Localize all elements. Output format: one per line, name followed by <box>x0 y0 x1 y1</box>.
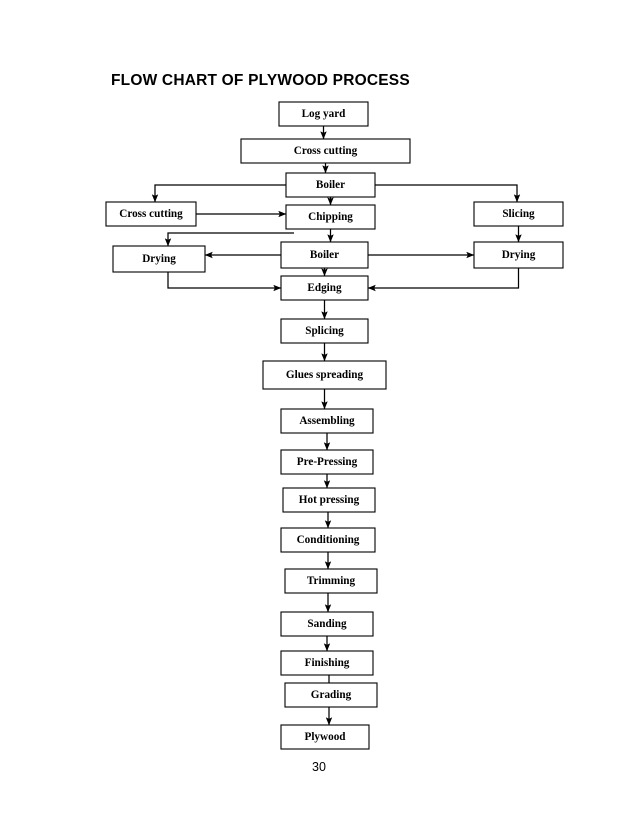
flow-node-plywood[interactable]: Plywood <box>280 724 370 750</box>
node-label-sanding: Sanding <box>307 618 347 630</box>
node-label-boiler_1: Boiler <box>316 179 345 191</box>
node-label-pre_pressing: Pre-Pressing <box>297 456 358 468</box>
flow-node-cross_cutting_2[interactable]: Cross cutting <box>105 201 197 227</box>
flow-node-slicing[interactable]: Slicing <box>473 201 564 227</box>
node-box-drying_right <box>473 241 564 269</box>
flow-node-splicing[interactable]: Splicing <box>280 318 369 344</box>
flow-connector-boiler_1-to-cross_cutting_2 <box>151 184 286 203</box>
flow-node-trimming[interactable]: Trimming <box>284 568 378 594</box>
node-label-chipping: Chipping <box>308 211 353 223</box>
node-label-conditioning: Conditioning <box>297 534 360 546</box>
flow-connector-drying_right-to-edging <box>367 268 520 292</box>
node-box-assembling <box>280 408 374 434</box>
node-box-cross_cutting_2 <box>105 201 197 227</box>
node-label-cross_cutting_2: Cross cutting <box>119 208 183 220</box>
connector-layer <box>151 126 522 726</box>
flow-node-hot_pressing[interactable]: Hot pressing <box>282 487 376 513</box>
node-box-slicing <box>473 201 564 227</box>
node-box-log_yard <box>278 101 369 127</box>
node-label-glues_spreading: Glues spreading <box>286 369 364 381</box>
node-box-drying_left <box>112 245 206 273</box>
node-label-grading: Grading <box>311 689 352 701</box>
node-label-slicing: Slicing <box>502 208 535 220</box>
node-box-finishing <box>280 650 374 676</box>
flow-node-sanding[interactable]: Sanding <box>280 611 374 637</box>
node-label-splicing: Splicing <box>305 325 344 337</box>
node-label-drying_right: Drying <box>502 249 536 261</box>
flow-node-chipping[interactable]: Chipping <box>285 204 376 230</box>
node-box-edging <box>280 275 369 301</box>
node-box-splicing <box>280 318 369 344</box>
node-box-plywood <box>280 724 370 750</box>
node-label-cross_cutting_1: Cross cutting <box>294 145 358 157</box>
node-label-assembling: Assembling <box>299 415 355 427</box>
flow-node-conditioning[interactable]: Conditioning <box>280 527 376 553</box>
page-number: 30 <box>312 760 326 774</box>
node-label-log_yard: Log yard <box>302 108 347 120</box>
node-label-plywood: Plywood <box>304 731 346 743</box>
node-label-boiler_2: Boiler <box>310 249 339 261</box>
flow-connector-boiler_1-to-slicing <box>375 184 521 203</box>
node-box-boiler_2 <box>280 241 369 269</box>
node-box-glues_spreading <box>262 360 387 390</box>
flow-node-grading[interactable]: Grading <box>284 682 378 708</box>
node-box-sanding <box>280 611 374 637</box>
node-box-pre_pressing <box>280 449 374 475</box>
flow-node-finishing[interactable]: Finishing <box>280 650 374 676</box>
node-box-cross_cutting_1 <box>240 138 411 164</box>
node-box-grading <box>284 682 378 708</box>
node-box-boiler_1 <box>285 172 376 198</box>
flow-connector-drying_left-to-edging <box>167 272 282 292</box>
flow-node-pre_pressing[interactable]: Pre-Pressing <box>280 449 374 475</box>
flow-node-log_yard[interactable]: Log yard <box>278 101 369 127</box>
node-label-edging: Edging <box>307 282 342 294</box>
flow-node-cross_cutting_1[interactable]: Cross cutting <box>240 138 411 164</box>
flow-node-assembling[interactable]: Assembling <box>280 408 374 434</box>
flow-node-drying_right[interactable]: Drying <box>473 241 564 269</box>
flow-node-boiler_1[interactable]: Boiler <box>285 172 376 198</box>
node-box-chipping <box>285 204 376 230</box>
node-label-drying_left: Drying <box>142 253 176 265</box>
node-box-hot_pressing <box>282 487 376 513</box>
node-label-hot_pressing: Hot pressing <box>299 494 360 506</box>
flow-node-drying_left[interactable]: Drying <box>112 245 206 273</box>
flow-node-glues_spreading[interactable]: Glues spreading <box>262 360 387 390</box>
node-label-trimming: Trimming <box>307 575 356 587</box>
flow-node-boiler_2[interactable]: Boiler <box>280 241 369 269</box>
node-label-finishing: Finishing <box>305 657 350 669</box>
page-title: FLOW CHART OF PLYWOOD PROCESS <box>111 72 410 89</box>
flow-connector-chipping-to-drying_left <box>164 232 294 247</box>
node-box-conditioning <box>280 527 376 553</box>
node-box-trimming <box>284 568 378 594</box>
flow-node-edging[interactable]: Edging <box>280 275 369 301</box>
